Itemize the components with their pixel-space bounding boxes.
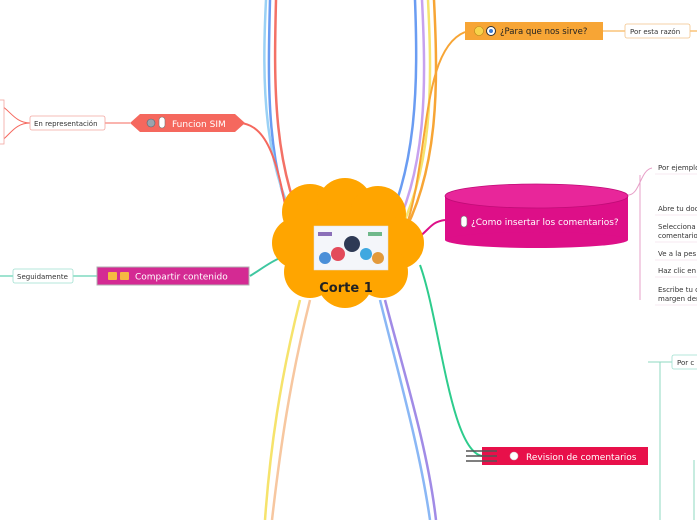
insertar-item-3b[interactable]: comentario	[658, 232, 697, 240]
topic-para-que-box	[465, 22, 603, 40]
topic-revision-stack-lines	[466, 450, 497, 462]
connector-funcion-sim	[239, 122, 291, 236]
insertar-item-1[interactable]: Por ejemplo	[658, 164, 697, 172]
subtopic-por-c-box	[671, 354, 697, 370]
topic-insertar-label: ¿Como insertar los comentarios?	[471, 218, 619, 228]
mouse-icon-2	[460, 215, 468, 228]
topic-insertar[interactable]: ¿Como insertar los comentarios?	[444, 183, 629, 248]
mouse-icon	[158, 116, 166, 129]
gear-icon	[146, 118, 156, 128]
connector-para-que	[404, 31, 466, 231]
folder-icon-2	[120, 272, 129, 280]
topic-para-que-label: ¿Para que nos sirve?	[500, 27, 587, 37]
topic-compartir-label: Compartir contenido	[135, 273, 228, 283]
folder-icon	[108, 272, 117, 280]
subtopic-seguidamente-label: Seguidamente	[17, 273, 68, 281]
topic-compartir-box	[96, 266, 250, 286]
bullet-icon	[509, 451, 519, 461]
subtopic-en-representacion-label: En representación	[34, 120, 98, 128]
insertar-item-underlines	[655, 173, 697, 306]
subtopic-en-representacion-box	[29, 115, 106, 131]
branch-line-bottom-right-blue	[378, 299, 432, 520]
insertar-subtopics: Por ejemplo Abre tu doc Selecciona comen…	[655, 164, 697, 306]
topic-revision[interactable]: Revision de comentarios	[466, 447, 648, 465]
branch-line-top-right-orange	[398, 0, 438, 241]
topic-insertar-top	[444, 183, 629, 209]
subtopic-por-c[interactable]: Por c	[671, 354, 697, 370]
insertar-item-5[interactable]: Haz clic en	[658, 267, 696, 275]
insertar-item-6[interactable]: Escribe tu c	[658, 286, 697, 294]
central-node[interactable]: Corte 1	[272, 178, 424, 308]
connector-left-out-2	[0, 122, 31, 143]
connector-revision	[419, 264, 483, 457]
connector-left-out-1	[0, 104, 31, 124]
topic-para-que[interactable]: ¿Para que nos sirve?	[465, 22, 603, 40]
topic-insertar-bottom	[445, 232, 628, 248]
branch-line-bottom-right-purple	[383, 299, 438, 520]
insertar-item-6b[interactable]: margen der	[658, 295, 697, 303]
topic-funcion-sim[interactable]: Funcion SIM	[130, 114, 245, 132]
subtopic-connectors	[0, 30, 697, 520]
subtopic-en-representacion[interactable]: En representación	[29, 115, 106, 131]
branch-line-top-right-yellow	[393, 0, 432, 241]
subtopic-por-esta-razon-label: Por esta razón	[630, 28, 680, 36]
thinking-face-icon	[474, 26, 484, 36]
subtopic-por-esta-razon-box	[624, 23, 691, 39]
insertar-item-3[interactable]: Selecciona	[658, 223, 696, 231]
central-label: Corte 1	[319, 281, 373, 296]
subtopic-por-c-label: Por c	[677, 359, 694, 367]
branch-line-bottom-left-peach	[270, 299, 312, 520]
insertar-item-2[interactable]: Abre tu doc	[658, 205, 697, 213]
connector-compartir	[249, 257, 281, 277]
topic-revision-box	[482, 447, 648, 465]
vertical-branches	[263, 0, 438, 520]
subtopic-seguidamente[interactable]: Seguidamente	[12, 268, 74, 284]
subtopic-por-esta-razon[interactable]: Por esta razón	[624, 23, 691, 39]
subtopic-seguidamente-box	[12, 268, 74, 284]
topic-compartir[interactable]: Compartir contenido	[96, 266, 250, 286]
branch-line-bottom-left-yellow	[263, 299, 302, 520]
central-image	[313, 225, 389, 271]
topic-funcion-sim-label: Funcion SIM	[172, 120, 226, 130]
offscreen-node-left	[0, 99, 5, 145]
topic-funcion-sim-box	[130, 114, 245, 132]
topic-revision-label: Revision de comentarios	[526, 453, 637, 463]
insertar-item-4[interactable]: Ve a la pes	[658, 250, 697, 258]
magnifier-lens-icon	[489, 29, 493, 33]
